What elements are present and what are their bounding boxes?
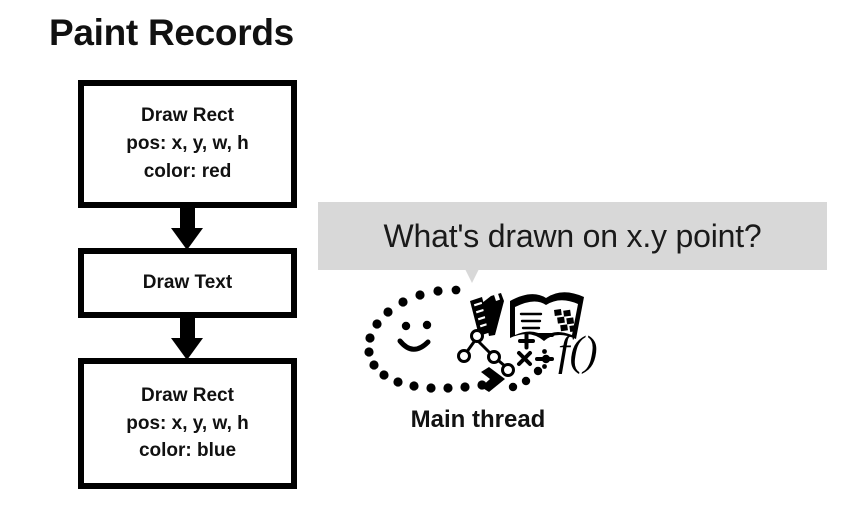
main-thread-label: Main thread [410,406,546,433]
open-book-icon [510,292,584,341]
speech-bubble: What's drawn on x.y point? [318,202,827,270]
arrow-head [171,228,203,250]
record-line-pos: pos: x, y, w, h [126,133,249,155]
paint-record-box-draw-text: Draw Text [78,248,297,318]
arrow-head [171,338,203,360]
function-notation-icon: f() [558,329,598,375]
dotted-thought-bubble-icon [364,285,551,393]
arrow-shaft [180,208,195,230]
arrow-down-icon [171,208,203,250]
arrow-shaft [180,318,195,340]
paint-record-box-draw-rect-red: Draw Rect pos: x, y, w, h color: red [78,80,297,208]
speech-bubble-tail-icon [465,269,479,283]
record-line-color: color: blue [138,440,237,462]
record-line-title: Draw Rect [141,384,234,406]
page-title: Paint Records [49,12,294,53]
ruler-icon [470,297,491,336]
svg-text:f(): f() [558,329,598,375]
pencil-icon [482,293,504,336]
record-line-color: color: red [143,160,232,182]
arrow-down-icon [171,318,203,360]
node-tree-diagram-icon [457,329,515,377]
record-line-title: Draw Rect [141,105,234,127]
math-operators-icon [517,332,554,369]
record-line-title: Draw Text [142,272,233,294]
paint-record-box-draw-rect-blue: Draw Rect pos: x, y, w, h color: blue [78,358,297,489]
chevron-arrow-icon [481,367,505,392]
speech-bubble-text: What's drawn on x.y point? [383,217,762,254]
smiley-face-icon [397,320,432,352]
thinking-doodle-icon: f() [358,283,598,401]
record-line-pos: pos: x, y, w, h [126,412,249,434]
